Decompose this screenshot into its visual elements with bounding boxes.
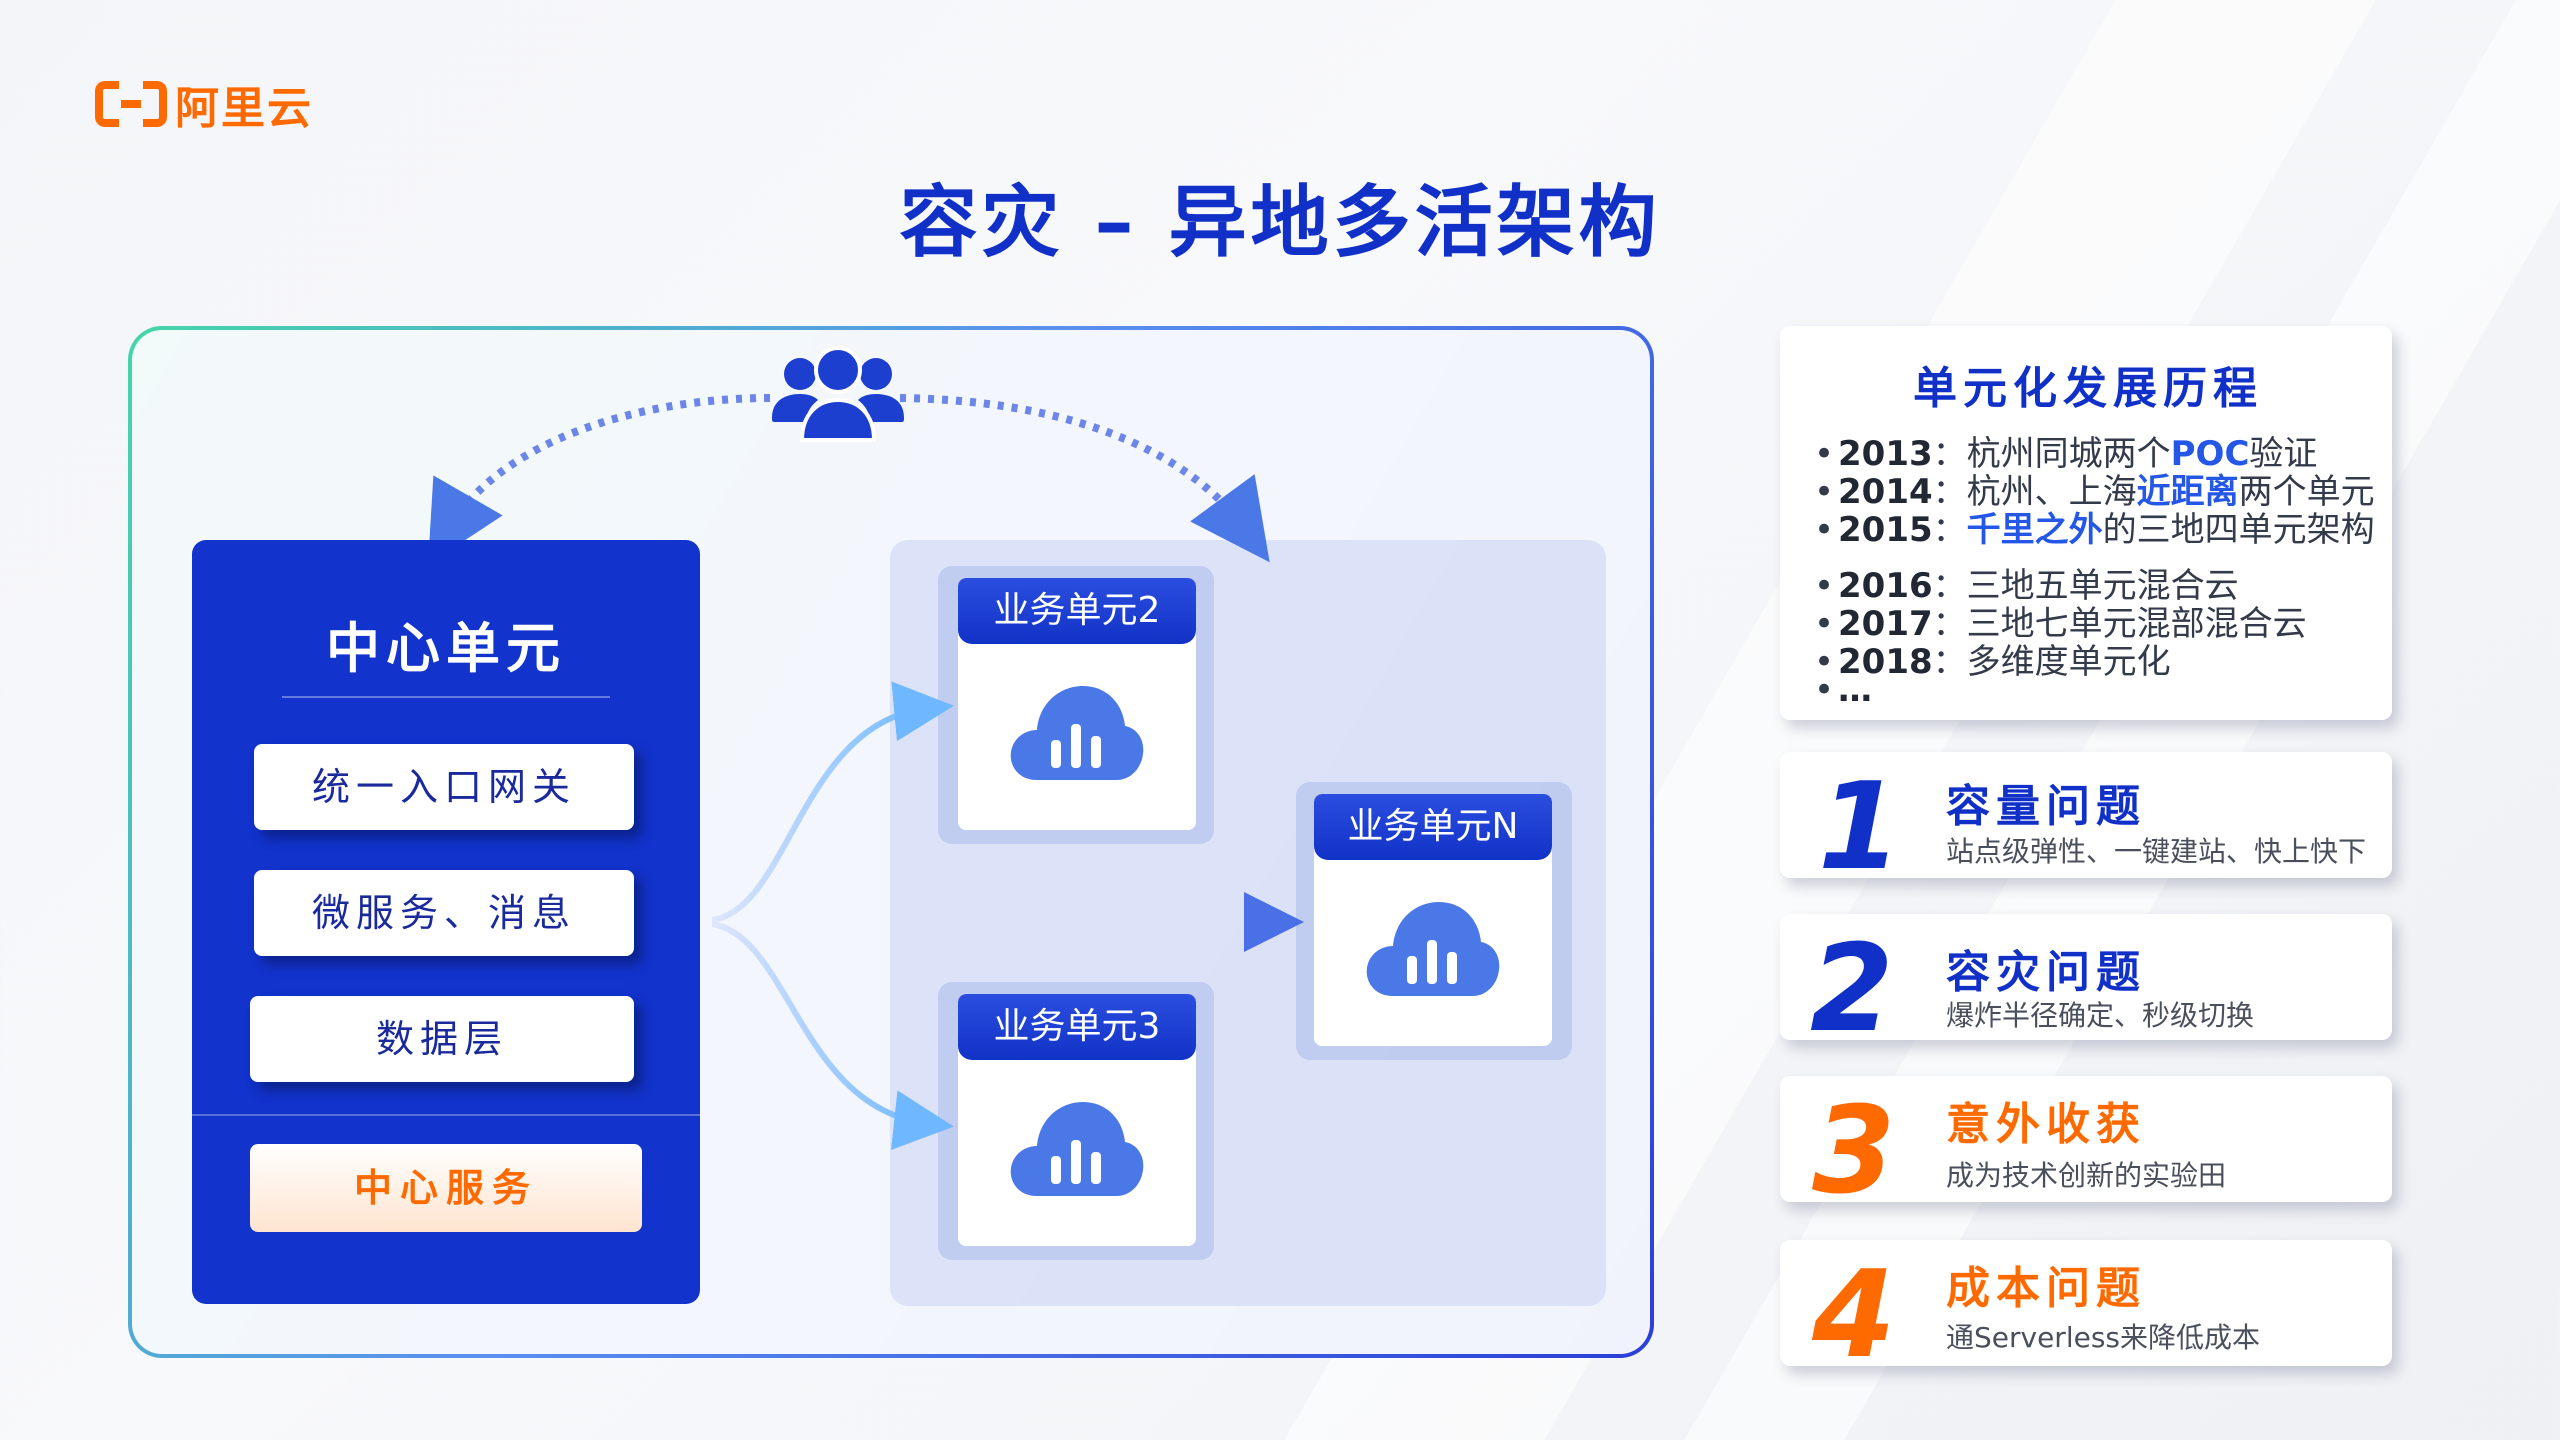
card-title: 容灾问题 <box>1946 947 2146 998</box>
center-item-data-layer: 数据层 <box>250 996 634 1082</box>
history-item: •2017：三地七单元混部混合云 <box>1814 604 2307 644</box>
card-number: 2 <box>1810 920 1894 1059</box>
history-panel <box>1780 326 2392 720</box>
history-item: •… <box>1814 670 1872 710</box>
center-item-gateway: 统一入口网关 <box>254 744 634 830</box>
history-item: •2016：三地五单元混合云 <box>1814 566 2239 606</box>
center-item-microservice: 微服务、消息 <box>254 870 634 956</box>
history-item: •2014：杭州、上海近距离两个单元 <box>1814 472 2375 512</box>
business-unit-n: 业务单元N <box>1314 794 1552 1046</box>
arrow-to-unit-3 <box>711 921 954 1150</box>
dashed-arrow-left <box>427 394 771 565</box>
divider <box>282 696 610 698</box>
card-description: 通Serverless来降低成本 <box>1946 1321 2261 1354</box>
cloud-chart-icon <box>1366 902 1500 996</box>
cloud-chart-icon <box>1010 686 1144 780</box>
brand-logo: 阿里云 <box>95 72 313 136</box>
card-title: 容量问题 <box>1946 781 2146 832</box>
history-item: •2013：杭州同城两个POC验证 <box>1814 434 2318 474</box>
cloud-chart-icon <box>1010 1102 1144 1196</box>
arrow-to-unit-2 <box>711 681 954 923</box>
card-number: 3 <box>1812 1082 1896 1221</box>
card-unexpected-gain <box>1780 1076 2392 1202</box>
card-title: 意外收获 <box>1946 1099 2146 1150</box>
dashed-arrow-right <box>899 394 1270 563</box>
history-item: •2018：多维度单元化 <box>1814 642 2171 682</box>
card-cost <box>1780 1240 2392 1366</box>
card-description: 成为技术创新的实验田 <box>1946 1159 2227 1192</box>
business-unit-3: 业务单元3 <box>958 994 1196 1246</box>
business-unit-2: 业务单元2 <box>958 578 1196 830</box>
card-description: 爆炸半径确定、秒级切换 <box>1946 999 2255 1032</box>
business-unit-label: 业务单元N <box>1314 794 1552 860</box>
center-unit-title: 中心单元 <box>326 617 566 680</box>
users-icon <box>772 346 904 442</box>
aliyun-logo-icon <box>95 81 167 127</box>
history-title: 单元化发展历程 <box>1913 363 2263 414</box>
divider <box>192 1114 700 1116</box>
business-unit-label: 业务单元2 <box>958 578 1196 644</box>
card-disaster-recovery <box>1780 914 2392 1040</box>
card-number: 1 <box>1818 758 1902 897</box>
center-service: 中心服务 <box>250 1144 642 1232</box>
card-number: 4 <box>1812 1246 1896 1385</box>
brand-name: 阿里云 <box>175 83 313 134</box>
page-title: 容灾 – 异地多活架构 <box>899 178 1661 268</box>
card-description: 站点级弹性、一键建站、快上快下 <box>1946 835 2367 868</box>
card-title: 成本问题 <box>1946 1263 2146 1314</box>
card-capacity <box>1780 752 2392 878</box>
business-unit-label: 业务单元3 <box>958 994 1196 1060</box>
history-item: •2015：千里之外的三地四单元架构 <box>1814 510 2375 550</box>
